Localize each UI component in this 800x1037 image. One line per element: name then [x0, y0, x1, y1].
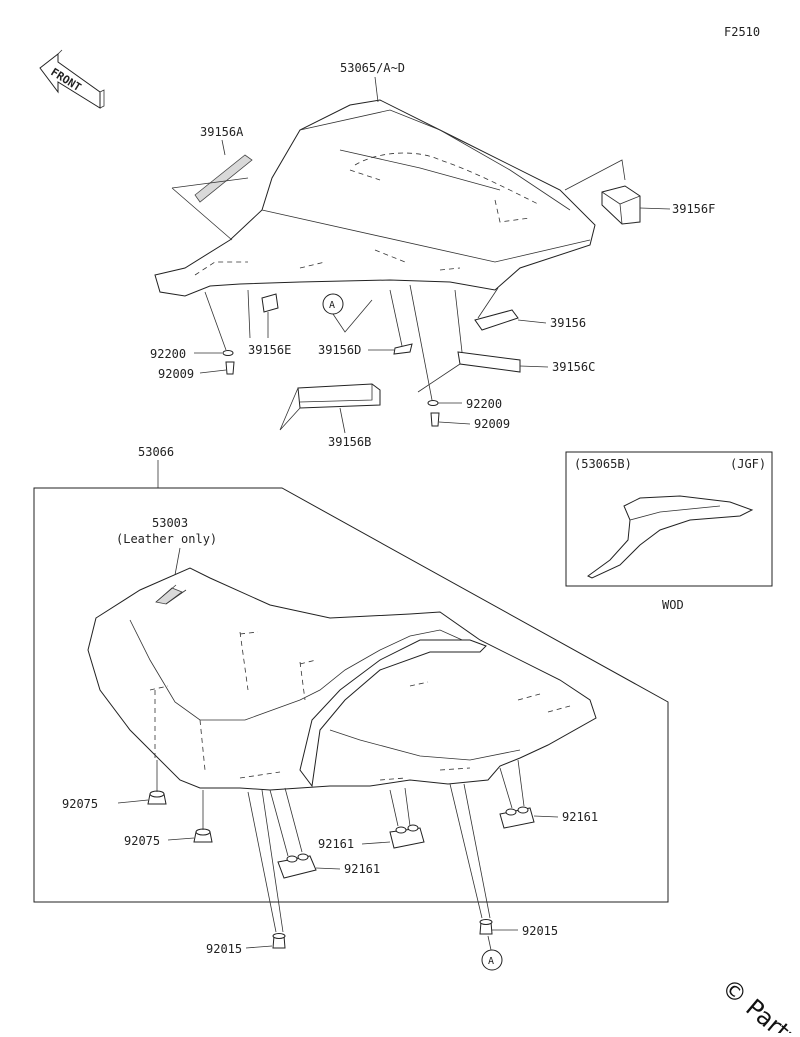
grommet-92075-lower [193, 828, 213, 843]
clip-92161-left [277, 853, 317, 879]
inset-code-label: (JGF) [730, 457, 766, 471]
label-39156C: 39156C [552, 360, 595, 374]
svg-text:A: A [488, 956, 494, 967]
grommet-92075-upper [147, 790, 167, 805]
label-92161-left: 92161 [344, 862, 380, 876]
label-39156: 39156 [550, 316, 586, 330]
label-39156F: 39156F [672, 202, 715, 216]
label-92015-right: 92015 [522, 924, 558, 938]
inset-box [565, 451, 773, 587]
figure-code: F2510 [724, 25, 760, 39]
seat-assembly-frame [33, 487, 669, 903]
pad-39156C [457, 351, 521, 373]
leather-only-note: (Leather only) [116, 532, 217, 546]
label-53066: 53066 [138, 445, 174, 459]
label-92200-left: 92200 [150, 347, 186, 361]
inset-part-label: (53065B) [574, 457, 632, 471]
label-53065: 53065/A~D [340, 61, 405, 75]
bolt-92009-right [430, 412, 440, 427]
pad-39156D [393, 343, 413, 355]
label-39156D: 39156D [318, 343, 361, 357]
clip-92161-right [499, 806, 535, 829]
front-arrow-icon: FRONT [39, 49, 105, 109]
label-92161-right: 92161 [562, 810, 598, 824]
pad-39156A [194, 154, 253, 203]
collar-92015-left [272, 933, 286, 949]
bolt-92009-left [225, 361, 235, 375]
pad-39156 [474, 309, 519, 331]
callout-a-top: A [322, 293, 373, 333]
label-39156B: 39156B [328, 435, 371, 449]
inset-caption: WOD [662, 598, 684, 612]
pad-39156E [261, 293, 279, 313]
label-92015-left: 92015 [206, 942, 242, 956]
label-92161-middle: 92161 [318, 837, 354, 851]
washer-92200-left [222, 350, 234, 356]
label-92009-right: 92009 [474, 417, 510, 431]
label-39156E: 39156E [248, 343, 291, 357]
label-39156A: 39156A [200, 125, 244, 139]
label-92075-lower: 92075 [124, 834, 160, 848]
main-seat-53066 [87, 567, 597, 791]
svg-text:A: A [329, 300, 335, 311]
label-92200-right: 92200 [466, 397, 502, 411]
seat-cowl-53065 [154, 99, 596, 297]
pad-39156B [297, 383, 381, 409]
washer-92200-right [427, 400, 439, 406]
label-92009-left: 92009 [158, 367, 194, 381]
copyright-watermark: © Partz [716, 973, 800, 1033]
collar-92015-right [479, 919, 493, 935]
callout-a-bottom: A [481, 935, 503, 971]
pad-39156F [601, 185, 641, 225]
clip-92161-middle [389, 824, 425, 849]
label-92075-upper: 92075 [62, 797, 98, 811]
inset-seat-cowl-53065B [587, 495, 754, 579]
label-53003: 53003 [152, 516, 188, 530]
